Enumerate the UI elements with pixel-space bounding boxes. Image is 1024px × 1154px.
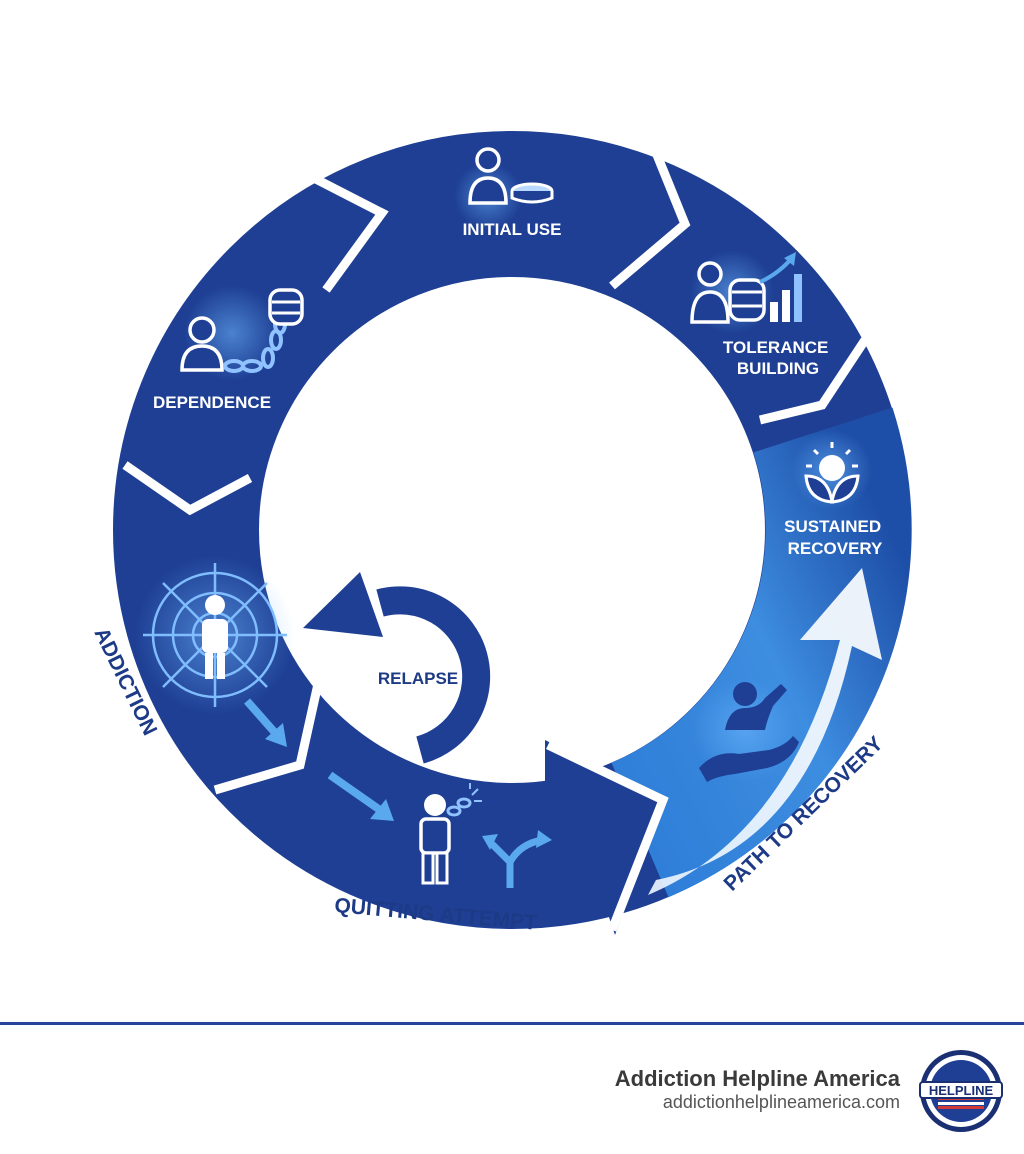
svg-text:HELPLINE: HELPLINE: [929, 1083, 994, 1098]
brand-name: Addiction Helpline America: [614, 1066, 900, 1091]
person-pill-chart-icon: [690, 250, 802, 334]
helpline-logo: HELPLINE: [919, 1050, 1003, 1132]
path-to-recovery-arrow: [648, 568, 882, 895]
person-pill-icon: [454, 147, 554, 230]
person-web-icon: [135, 555, 295, 747]
fork-arrow-icon: [482, 830, 552, 888]
person-broken-chain-icon: [327, 771, 482, 885]
sun-leaf-icon: [792, 430, 872, 510]
person-chain-pill-icon: [180, 285, 304, 381]
sustained-recovery-label: SUSTAINED RECOVERY: [784, 517, 886, 558]
tolerance-building-label: TOLERANCE BUILDING: [723, 338, 833, 378]
footer-divider: [0, 1022, 1024, 1025]
hand-person-icon: [693, 678, 799, 782]
brand-url: addictionhelplineamerica.com: [662, 1092, 900, 1112]
relapse-arrow: [303, 572, 491, 764]
addiction-cycle-diagram: INITIAL USE TOLERANCE BUILDING DEPENDENC…: [90, 131, 912, 935]
initial-use-label: INITIAL USE: [463, 220, 562, 239]
quitting-arrow-edge: [546, 740, 669, 932]
dependence-label: DEPENDENCE: [153, 393, 271, 412]
relapse-label: RELAPSE: [378, 669, 458, 688]
segment-dividers: [122, 148, 869, 795]
